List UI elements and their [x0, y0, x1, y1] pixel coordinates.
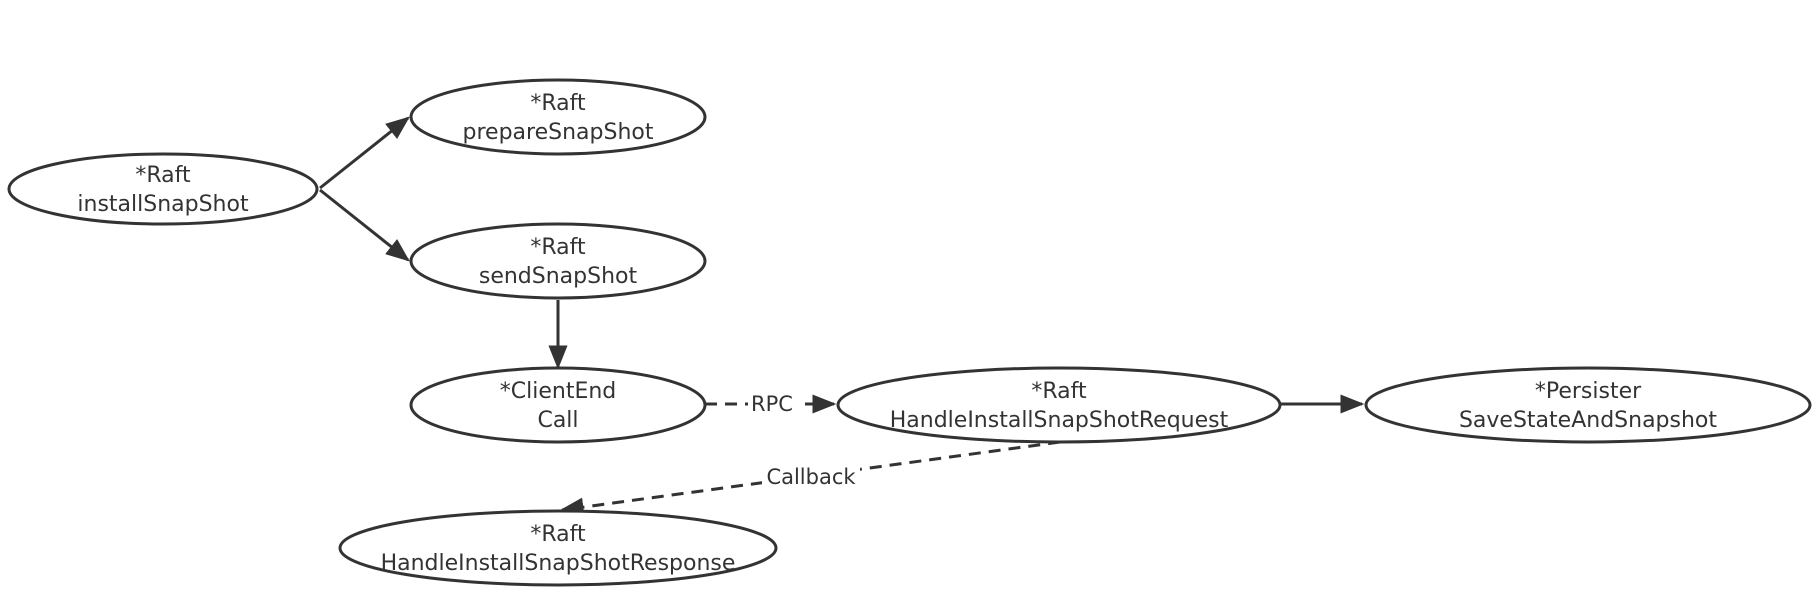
node-shape [409, 366, 707, 444]
node-send-snapshot[interactable]: *Raft sendSnapShot [409, 222, 707, 300]
rpc-label: RPC [751, 392, 793, 416]
node-persister-save-state-and-snapshot[interactable]: *Persister SaveStateAndSnapshot [1364, 366, 1812, 444]
node-line1: *Raft [530, 91, 586, 116]
node-line1: *Raft [135, 163, 191, 188]
node-line2: SaveStateAndSnapshot [1459, 408, 1717, 433]
node-line1: *ClientEnd [500, 379, 617, 404]
node-line2: HandleInstallSnapShotResponse [381, 551, 736, 576]
node-client-end-call[interactable]: *ClientEnd Call [409, 366, 707, 444]
edges: RPC Callback [319, 116, 1365, 517]
node-shape [338, 509, 778, 587]
node-prepare-snapshot[interactable]: *Raft prepareSnapShot [409, 78, 707, 156]
node-line2: prepareSnapShot [463, 120, 654, 145]
node-shape [409, 222, 707, 300]
rpc-label-background [748, 388, 798, 418]
node-line2: installSnapShot [77, 192, 249, 217]
node-shape [836, 366, 1282, 444]
node-line2: sendSnapShot [479, 264, 638, 289]
node-line1: *Raft [1031, 379, 1087, 404]
node-install-snapshot[interactable]: *Raft installSnapShot [7, 152, 319, 226]
callback-label: Callback [766, 465, 856, 489]
edge-install-to-send [319, 188, 410, 262]
node-handle-install-snapshot-response[interactable]: *Raft HandleInstallSnapShotResponse [338, 509, 778, 587]
node-shape [409, 78, 707, 156]
node-handle-install-snapshot-request[interactable]: *Raft HandleInstallSnapShotRequest [836, 366, 1282, 444]
edge-install-to-prepare [319, 116, 410, 190]
node-shape [7, 152, 319, 226]
node-line1: *Persister [1535, 379, 1642, 404]
node-line1: *Raft [530, 522, 586, 547]
node-line2: Call [537, 408, 578, 433]
node-line1: *Raft [530, 235, 586, 260]
node-line2: HandleInstallSnapShotRequest [890, 408, 1229, 433]
callback-label-background [762, 462, 860, 492]
node-shape [1364, 366, 1812, 444]
